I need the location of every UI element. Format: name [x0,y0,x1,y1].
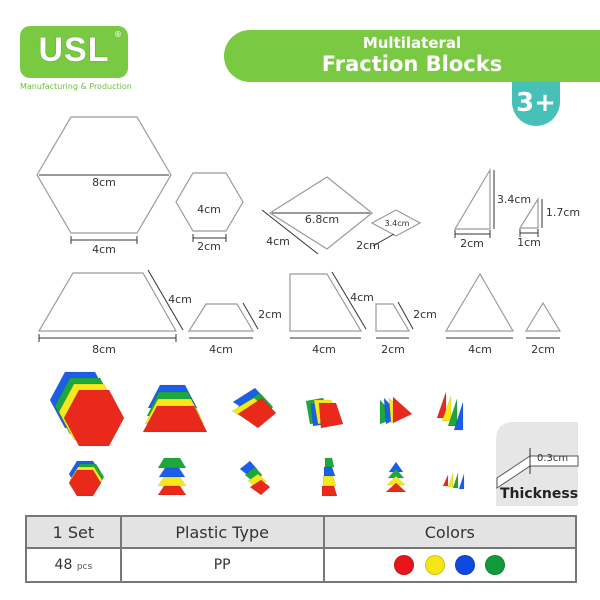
label-trap-large-base: 8cm [92,343,116,356]
spec-header-colors: Colors [322,515,578,549]
thickness-value: 0.3cm [537,453,569,464]
spec-header-set: 1 Set [25,515,122,549]
triangle-small-outline [524,301,562,332]
dim-line-rtrap-large-side [331,271,367,330]
right-trap-small-outline [375,303,411,332]
label-rtrap-small-base: 2cm [381,343,405,356]
brand-logo: USL ® [20,26,128,78]
color-dot-yellow [424,555,445,575]
spec-plastic-type: PP [119,547,325,583]
title-banner: Multilateral Fraction Blocks [224,30,600,82]
label-hex-small-side: 2cm [197,240,221,253]
hexagon-small-outline [175,172,244,232]
spec-value-row: 48 pcs PP [25,547,578,583]
rhombus-small-outline [370,209,422,237]
title-line2: Fraction Blocks [321,52,503,76]
spec-colors-cell [322,547,578,583]
spec-header-row: 1 Set Plastic Type Colors [25,515,578,549]
label-rt-large-b: 2cm [460,237,484,250]
label-tri-large-base: 4cm [468,343,492,356]
stack-hexagon-large [49,371,125,447]
brand-tagline: Manufacturing & Production [20,82,132,91]
color-dot-green [485,555,506,575]
label-hex-large-diag: 8cm [92,176,116,189]
trapezoid-large-outline [37,272,178,332]
spec-header-plastic: Plastic Type [119,515,325,549]
stack-hexagon-small [68,460,105,497]
stack-trapezoid-large [142,384,208,433]
color-dot-blue [455,555,476,575]
label-rhombus-small-diag: 3.4cm [385,219,410,228]
label-hex-small-diag: 4cm [197,203,221,216]
label-rhombus-large-diag: 6.8cm [305,213,339,226]
hexagon-large-outline [36,116,172,234]
dim-line-rtrap-small-side [397,301,414,330]
dim-line-trap-small-side [242,302,259,330]
spec-set-unit: pcs [76,562,93,572]
thickness-label: Thickness [500,486,579,502]
stack-rt-triangle-small [385,461,407,493]
dim-line-rhombus-large-side [261,209,319,255]
stack-right-trap-small [321,457,338,497]
triangle-large-outline [444,272,515,332]
stack-rhombus-small [239,460,271,496]
spec-table: 1 Set Plastic Type Colors 48 pcs PP [25,515,578,583]
right-trap-large-outline [289,273,363,332]
rt-triangle-small-outline [518,196,539,229]
rhombus-large-outline [268,176,373,250]
color-dot-red [394,555,415,575]
stack-rhombus-large [231,387,277,429]
rt-triangle-large-outline [453,167,491,230]
registered-mark: ® [114,30,122,39]
spec-set-cell: 48 pcs [25,547,122,583]
stack-trapezoid-small [157,457,187,496]
label-rhombus-small-side: 2cm [356,239,380,252]
label-rt-small-b: 1cm [517,236,541,249]
label-rt-large-h: 3.4cm [497,193,531,206]
dim-line-rhombus-small-side [372,233,395,247]
stack-rt-triangle-large [379,396,413,425]
label-rhombus-large-side: 4cm [266,235,290,248]
label-trap-small-base: 4cm [209,343,233,356]
trapezoid-small-outline [187,303,255,332]
label-rt-small-h: 1.7cm [546,206,580,219]
label-rtrap-small-side: 2cm [413,308,437,321]
label-trap-small-side: 2cm [258,308,282,321]
spec-set-count: 48 [54,557,73,573]
age-badge: 3+ [512,82,560,126]
title-line1: Multilateral [362,34,462,52]
logo-text: USL [38,31,110,69]
label-rtrap-large-base: 4cm [312,343,336,356]
label-trap-large-side: 4cm [168,293,192,306]
stack-triangle-large [436,391,464,431]
stack-triangle-small [442,472,465,490]
label-tri-small-base: 2cm [531,343,555,356]
stack-right-trap-large [305,397,344,429]
label-rtrap-large-side: 4cm [350,291,374,304]
thickness-illustration [496,422,579,506]
dim-line-trap-large-side [147,269,184,331]
label-hex-large-side: 4cm [92,243,116,256]
